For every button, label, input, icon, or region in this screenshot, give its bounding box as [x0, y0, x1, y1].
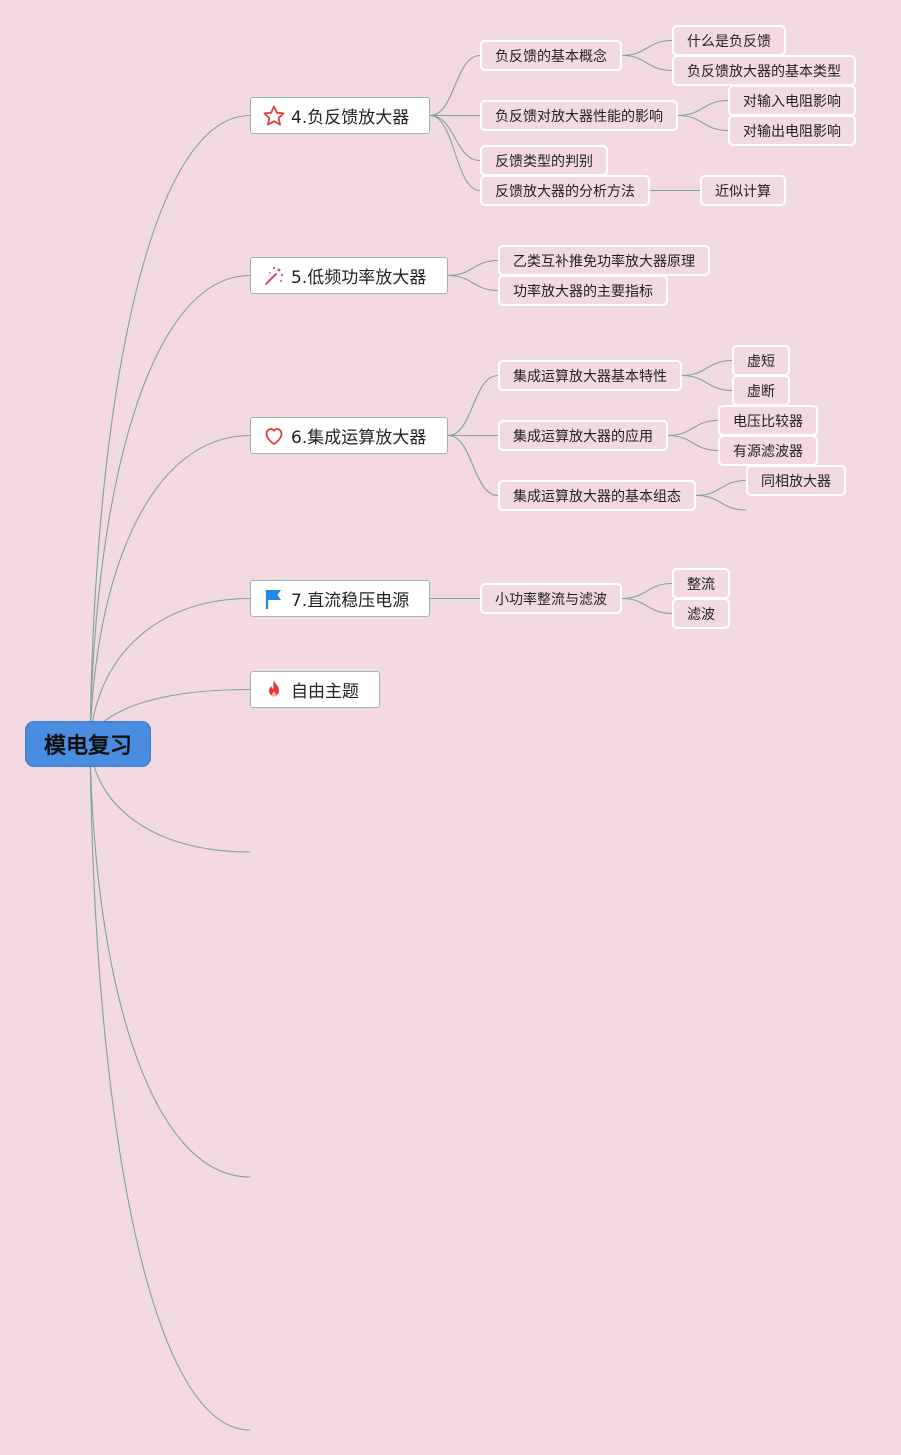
connector-line — [681, 359, 733, 377]
root-node[interactable]: 模电复习 — [25, 721, 151, 767]
subtopic-label: 集成运算放大器的应用 — [513, 428, 653, 445]
subtopic-approximate-calc[interactable]: 近似计算 — [700, 175, 786, 206]
subtopic-output-resistance[interactable]: 对输出电阻影响 — [728, 115, 856, 146]
subtopic-non-inverting-amplifier[interactable]: 同相放大器 — [746, 465, 846, 496]
subtopic-filtering[interactable]: 滤波 — [672, 598, 730, 629]
connector-line — [695, 494, 747, 511]
subtopic-small-power-rectify-filter[interactable]: 小功率整流与滤波 — [480, 583, 622, 614]
topic-free-topic[interactable]: 自由主题 — [250, 671, 380, 708]
subtopic-label: 乙类互补推免功率放大器原理 — [513, 253, 695, 270]
subtopic-class-b-push-pull-principle[interactable]: 乙类互补推免功率放大器原理 — [498, 245, 710, 276]
connector-line — [621, 597, 673, 615]
topic-label: 7.直流稳压电源 — [291, 591, 410, 611]
connector-line — [447, 434, 499, 497]
subtopic-label: 小功率整流与滤波 — [495, 591, 607, 608]
subtopic-analysis-method[interactable]: 反馈放大器的分析方法 — [480, 175, 650, 206]
subtopic-label: 对输出电阻影响 — [743, 123, 841, 140]
magic-wand-icon — [261, 263, 287, 289]
connector-line — [447, 259, 499, 277]
subtopic-label: 滤波 — [687, 606, 715, 623]
subtopic-what-is-negative-feedback[interactable]: 什么是负反馈 — [672, 25, 786, 56]
connector-line — [695, 479, 747, 497]
subtopic-voltage-comparator[interactable]: 电压比较器 — [718, 405, 818, 436]
topic-label: 5.低频功率放大器 — [291, 268, 427, 288]
root-connector-line — [89, 434, 251, 745]
star-icon — [261, 103, 287, 129]
subtopic-label: 同相放大器 — [761, 473, 831, 490]
connector-line — [447, 274, 499, 292]
subtopic-label: 近似计算 — [715, 183, 771, 200]
subtopic-label: 负反馈放大器的基本类型 — [687, 63, 841, 80]
connector-line — [621, 54, 673, 72]
subtopic-label: 对输入电阻影响 — [743, 93, 841, 110]
topic-label: 4.负反馈放大器 — [291, 108, 410, 128]
subtopic-label: 集成运算放大器基本特性 — [513, 368, 667, 385]
topic-integrated-op-amp[interactable]: 6.集成运算放大器 — [250, 417, 448, 454]
root-connector-line — [89, 114, 251, 745]
fire-icon — [261, 677, 287, 703]
topic-dc-regulated-power-supply[interactable]: 7.直流稳压电源 — [250, 580, 430, 617]
subtopic-label: 虚断 — [747, 383, 775, 400]
subtopic-label: 集成运算放大器的基本组态 — [513, 488, 681, 505]
subtopic-label: 电压比较器 — [733, 413, 803, 430]
subtopic-performance-effects[interactable]: 负反馈对放大器性能的影响 — [480, 100, 678, 131]
flag-icon — [261, 586, 287, 612]
heart-icon — [261, 423, 287, 449]
connector-line — [429, 114, 481, 162]
subtopic-basic-types[interactable]: 负反馈放大器的基本类型 — [672, 55, 856, 86]
subtopic-rectification[interactable]: 整流 — [672, 568, 730, 599]
subtopic-op-amp-basic-configurations[interactable]: 集成运算放大器的基本组态 — [498, 480, 696, 511]
subtopic-label: 虚短 — [747, 353, 775, 370]
root-label: 模电复习 — [43, 734, 132, 759]
subtopic-op-amp-basic-characteristics[interactable]: 集成运算放大器基本特性 — [498, 360, 682, 391]
subtopic-feedback-type-judgment[interactable]: 反馈类型的判别 — [480, 145, 608, 176]
root-connector-line — [89, 274, 251, 745]
subtopic-virtual-open[interactable]: 虚断 — [732, 375, 790, 406]
root-connector-line — [89, 743, 251, 1178]
subtopic-label: 什么是负反馈 — [687, 33, 771, 50]
subtopic-virtual-short[interactable]: 虚短 — [732, 345, 790, 376]
connector-line — [677, 99, 729, 117]
connector-line — [667, 434, 719, 452]
connector-line — [621, 39, 673, 57]
root-connector-line — [89, 743, 251, 1431]
topic-label: 6.集成运算放大器 — [291, 428, 427, 448]
subtopic-input-resistance[interactable]: 对输入电阻影响 — [728, 85, 856, 116]
subtopic-label: 功率放大器的主要指标 — [513, 283, 653, 300]
subtopic-label: 负反馈对放大器性能的影响 — [495, 108, 663, 125]
connector-line — [429, 114, 481, 192]
connector-line — [677, 114, 729, 132]
topic-negative-feedback-amplifier[interactable]: 4.负反馈放大器 — [250, 97, 430, 134]
subtopic-label: 有源滤波器 — [733, 443, 803, 460]
subtopic-main-indicators[interactable]: 功率放大器的主要指标 — [498, 275, 668, 306]
connector-line — [621, 582, 673, 600]
subtopic-label: 反馈放大器的分析方法 — [495, 183, 635, 200]
subtopic-op-amp-applications[interactable]: 集成运算放大器的应用 — [498, 420, 668, 451]
subtopic-label: 负反馈的基本概念 — [495, 48, 607, 65]
subtopic-label: 反馈类型的判别 — [495, 153, 593, 170]
topic-low-frequency-power-amplifier[interactable]: 5.低频功率放大器 — [250, 257, 448, 294]
connector-line — [667, 419, 719, 437]
subtopic-basic-concept[interactable]: 负反馈的基本概念 — [480, 40, 622, 71]
subtopic-active-filter[interactable]: 有源滤波器 — [718, 435, 818, 466]
connector-line — [681, 374, 733, 392]
root-connector-line — [89, 597, 251, 745]
connector-line — [429, 54, 481, 117]
topic-label: 自由主题 — [291, 682, 359, 702]
connector-line — [447, 374, 499, 437]
subtopic-label: 整流 — [687, 576, 715, 593]
